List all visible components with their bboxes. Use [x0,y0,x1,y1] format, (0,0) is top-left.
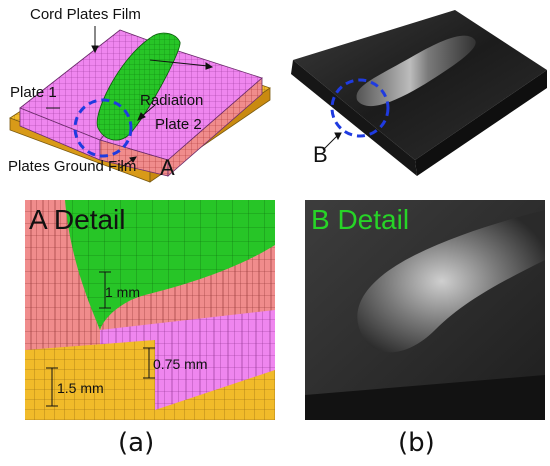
weld-bead [356,35,476,107]
b-arrow [322,132,342,151]
annotation-arrows [46,26,214,169]
weld-bead-end [357,210,545,353]
cord-mesh-region [65,200,275,330]
caption-b: (b) [398,428,435,458]
label-cord-plates-film: Cord Plates Film [30,6,141,23]
b-detail-photo [305,200,545,420]
steel-plate [291,10,547,176]
cord-bead [96,32,181,141]
detail-a-circle [73,98,133,158]
b-detail-panel: B Detail [305,200,545,420]
weld-photo-panel: B [285,0,550,190]
label-plate-1: Plate 1 [10,84,57,101]
dimension-1mm: 1 mm [105,284,140,300]
a-detail-panel: A Detail 1 mm 0.75 mm 1.5 mm [25,200,275,420]
dimension-1-5mm: 1.5 mm [57,380,104,396]
a-detail-title: A Detail [29,204,126,235]
dimension-lines [46,271,155,407]
fe-model-panel: Cord Plates Film Plate 1 Radiation Plate… [0,0,275,190]
label-marker-b: B [313,142,328,167]
dimension-0-75mm: 0.75 mm [153,356,208,372]
a-detail-mesh [25,200,275,420]
label-plate-2: Plate 2 [155,116,202,133]
detail-b-circle [330,78,390,138]
weld-photo-drawing [291,10,547,176]
ground-film-mesh-region [25,340,275,420]
fe-model-drawing [9,26,271,183]
b-detail-title: B Detail [311,204,410,235]
label-plates-ground-film: Plates Ground Film [8,158,137,175]
label-radiation: Radiation [140,92,204,109]
caption-a: (a) [118,428,155,458]
label-marker-a: A [160,155,175,180]
